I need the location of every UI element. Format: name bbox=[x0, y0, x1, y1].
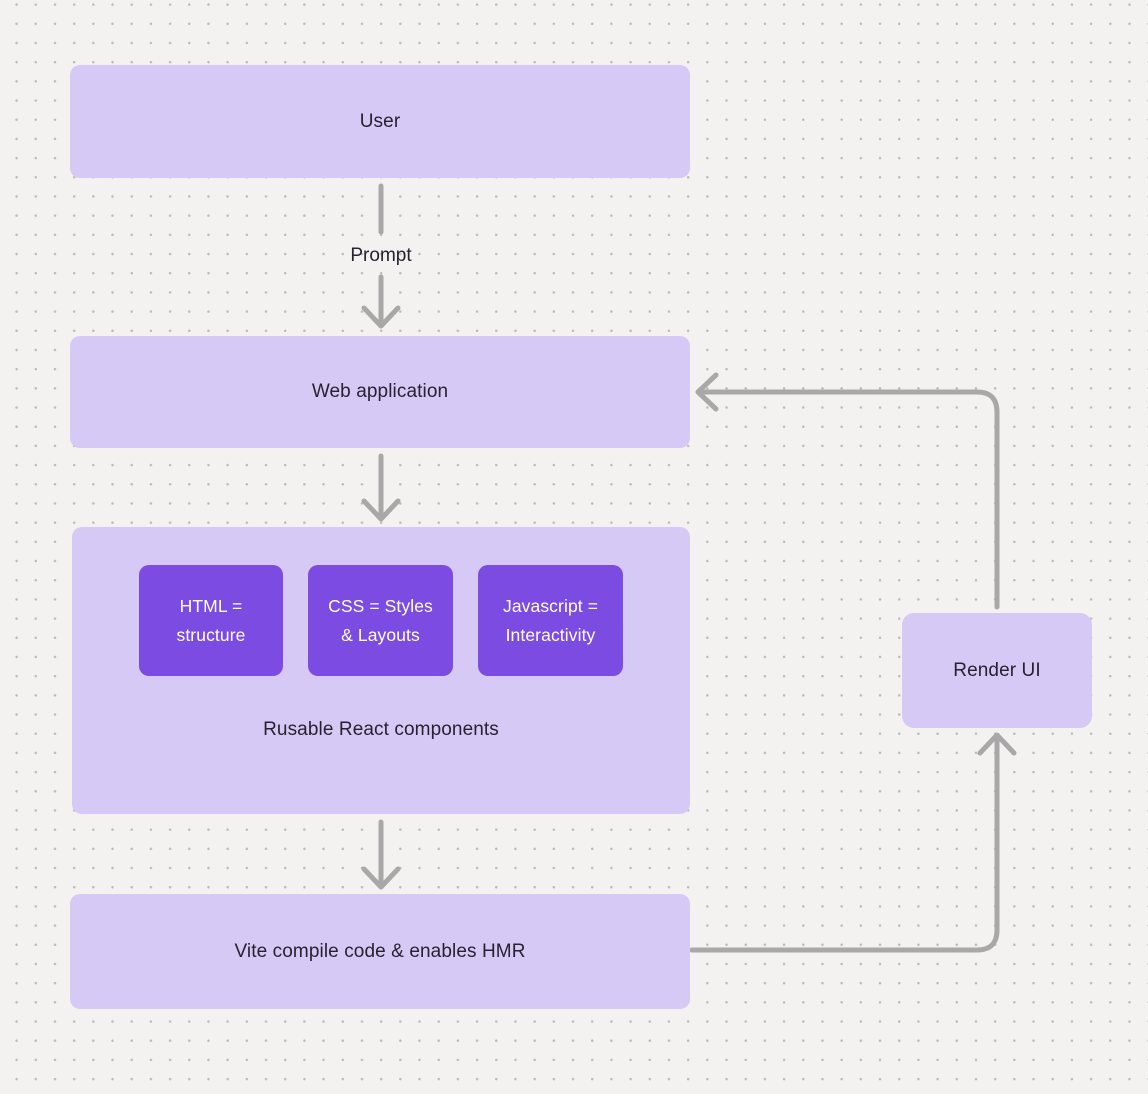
edge-components-to-vite[interactable] bbox=[361, 819, 401, 890]
node-render-ui[interactable]: Render UI bbox=[902, 613, 1092, 728]
edge-vite-to-renderui[interactable] bbox=[689, 732, 1017, 953]
arrowhead-down-icon bbox=[361, 305, 401, 329]
node-web-application[interactable]: Web application bbox=[70, 336, 690, 448]
chip-html[interactable]: HTML = structure bbox=[139, 565, 283, 676]
edge-user-to-webapp[interactable] bbox=[361, 183, 401, 329]
arrowhead-up-icon bbox=[977, 732, 1017, 756]
chip-javascript-line2: Interactivity bbox=[505, 624, 596, 645]
chip-css[interactable]: CSS = Styles & Layouts bbox=[308, 565, 453, 676]
chip-css-line1: CSS = Styles bbox=[328, 595, 433, 616]
node-components-container[interactable]: HTML = structure CSS = Styles & Layouts … bbox=[72, 527, 690, 814]
node-vite[interactable]: Vite compile code & enables HMR bbox=[70, 894, 690, 1009]
chip-css-line2: & Layouts bbox=[341, 624, 420, 645]
chip-html-line1: HTML = bbox=[179, 595, 243, 616]
chip-html-line2: structure bbox=[176, 624, 246, 645]
edge-webapp-to-components[interactable] bbox=[361, 453, 401, 522]
arrowhead-down-icon bbox=[361, 498, 401, 522]
node-user-label: User bbox=[359, 110, 401, 132]
chip-javascript-line1: Javascript = bbox=[502, 595, 599, 616]
node-user[interactable]: User bbox=[70, 65, 690, 178]
edge-renderui-to-webapp[interactable] bbox=[695, 372, 1000, 610]
chip-javascript[interactable]: Javascript = Interactivity bbox=[478, 565, 623, 676]
node-render-ui-label: Render UI bbox=[953, 659, 1041, 681]
arrowhead-down-icon bbox=[361, 866, 401, 890]
components-caption: Rusable React components bbox=[263, 719, 499, 740]
arrowhead-left-icon bbox=[695, 372, 719, 412]
node-vite-label: Vite compile code & enables HMR bbox=[234, 940, 526, 962]
node-web-application-label: Web application bbox=[311, 381, 449, 402]
edge-label-prompt: Prompt bbox=[350, 245, 412, 266]
